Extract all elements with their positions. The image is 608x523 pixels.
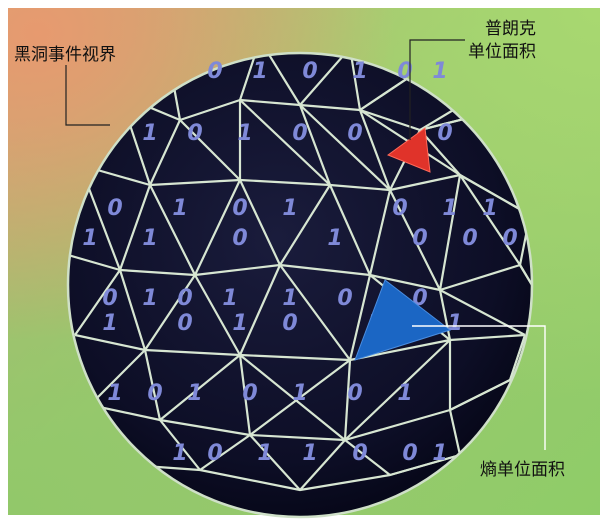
bit-label: 1: [432, 59, 447, 84]
bit-label: 0: [397, 59, 412, 84]
bit-label: 1: [82, 226, 97, 251]
bit-label: 1: [107, 381, 122, 406]
bit-label: 1: [482, 196, 497, 221]
bit-label: 0: [402, 441, 417, 466]
bit-label: 0: [302, 59, 317, 84]
bit-label: 1: [397, 381, 412, 406]
bit-label: 1: [292, 381, 307, 406]
bit-label: 0: [187, 121, 202, 146]
bit-label: 1: [282, 286, 297, 311]
bit-label: 0: [352, 441, 367, 466]
bit-label: 0: [102, 286, 117, 311]
bit-label: 0: [292, 121, 307, 146]
bit-label: 0: [232, 226, 247, 251]
bit-labels: 0101011010000101011110100001011001010111…: [82, 59, 517, 466]
horizon-mesh: [68, 53, 532, 492]
bit-label: 1: [142, 121, 157, 146]
bit-label: 1: [237, 121, 252, 146]
planck-leader-line: [409, 39, 465, 140]
bit-label: 1: [447, 311, 462, 336]
bit-label: 1: [432, 441, 447, 466]
bit-label: 0: [412, 226, 427, 251]
bit-label: 0: [462, 226, 477, 251]
entropy-leader-line: [412, 325, 546, 450]
bit-label: 1: [172, 196, 187, 221]
bit-label: 1: [142, 286, 157, 311]
bit-label: 0: [207, 59, 222, 84]
bit-label: 1: [222, 286, 237, 311]
bit-label: 0: [337, 286, 352, 311]
bit-label: 1: [187, 381, 202, 406]
entropy-area-triangle: [354, 279, 452, 361]
event-horizon-label: 黑洞事件视界: [14, 45, 116, 65]
horizon-leader-line: [65, 65, 110, 126]
planck-label-line2: 单位面积: [468, 42, 536, 62]
bit-label: 1: [252, 59, 267, 84]
bit-label: 1: [352, 59, 367, 84]
bit-label: 0: [282, 311, 297, 336]
planck-area-triangle: [386, 127, 431, 173]
entropy-label: 熵单位面积: [480, 460, 565, 480]
bit-label: 0: [177, 286, 192, 311]
bit-label: 1: [102, 311, 117, 336]
bit-label: 0: [177, 311, 192, 336]
bit-label: 1: [282, 196, 297, 221]
bit-label: 1: [327, 226, 342, 251]
bit-label: 1: [142, 226, 157, 251]
bit-label: 0: [502, 226, 517, 251]
planck-label-line1: 普朗克: [485, 19, 536, 39]
bit-label: 0: [242, 381, 257, 406]
bit-label: 0: [232, 196, 247, 221]
sphere-rim: [66, 51, 534, 519]
bit-label: 0: [147, 381, 162, 406]
bit-label: 0: [207, 441, 222, 466]
bit-label: 1: [172, 441, 187, 466]
bit-label: 1: [442, 196, 457, 221]
bit-label: 0: [347, 381, 362, 406]
bit-label: 0: [107, 196, 122, 221]
bit-label: 0: [392, 196, 407, 221]
bit-label: 0: [347, 121, 362, 146]
bit-label: 1: [302, 441, 317, 466]
bit-label: 1: [232, 311, 247, 336]
bit-label: 1: [257, 441, 272, 466]
bit-label: 0: [437, 121, 452, 146]
